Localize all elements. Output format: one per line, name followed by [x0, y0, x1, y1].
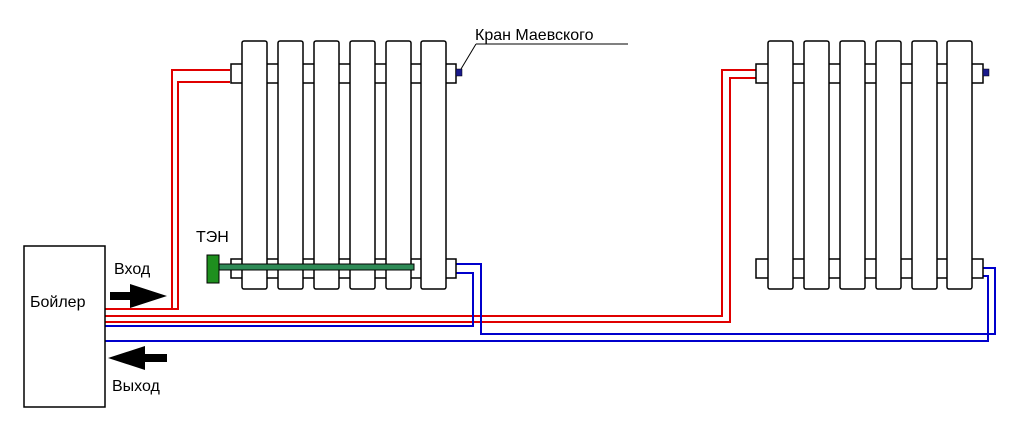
radiator-section: [767, 40, 794, 290]
radiator-section: [875, 40, 902, 290]
radiator-section: [420, 40, 447, 290]
supply-pipe: [105, 69, 756, 323]
return-pipe: [105, 263, 996, 342]
heater-label: ТЭН: [196, 229, 229, 246]
valve-label: Кран Маевского: [475, 27, 594, 44]
valve-icon: [455, 68, 463, 77]
radiator-1: [230, 40, 457, 290]
inlet-arrow-icon: [110, 284, 167, 308]
boiler: [23, 245, 106, 408]
radiator-section: [946, 40, 973, 290]
outlet-arrow-icon: [108, 346, 167, 370]
boiler-label: Бойлер: [30, 294, 86, 311]
outlet-label: Выход: [112, 378, 161, 395]
radiator-section: [803, 40, 830, 290]
radiator-section: [277, 40, 304, 290]
radiator-section: [349, 40, 376, 290]
radiator-section: [241, 40, 268, 290]
radiator-section: [313, 40, 340, 290]
radiator-2: [755, 40, 984, 290]
inlet-label: Вход: [114, 261, 151, 278]
valve-icon: [982, 68, 990, 77]
radiator-section: [385, 40, 412, 290]
radiator-section: [911, 40, 938, 290]
valve-leader-line: [460, 43, 477, 70]
radiator-section: [839, 40, 866, 290]
heater-element: [206, 254, 415, 284]
